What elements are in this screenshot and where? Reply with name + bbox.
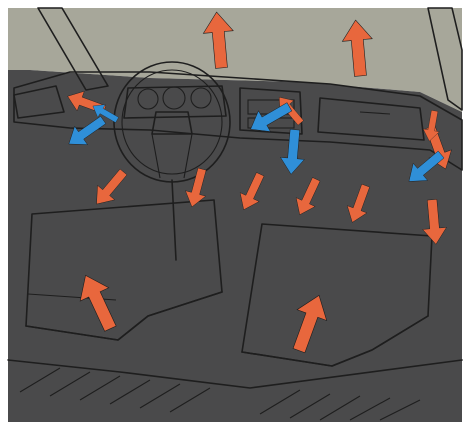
car-interior-airflow-diagram: [0, 0, 467, 427]
